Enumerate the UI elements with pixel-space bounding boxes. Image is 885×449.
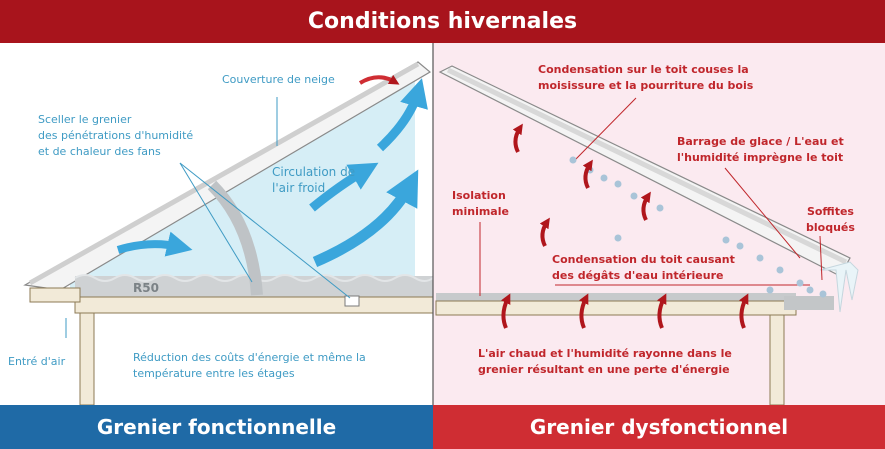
moisture-arrows: [501, 123, 749, 329]
right-roof: [438, 65, 851, 277]
roof-condensation-label: Condensation sur le toit couses la moisi…: [538, 63, 754, 92]
icicles: [819, 261, 859, 313]
condensation-droplets: [569, 156, 827, 298]
page-title: Conditions hivernales: [307, 9, 578, 34]
minimal-insulation-label: Isolation minimale: [452, 189, 509, 218]
right-footer: Grenier dysfonctionnel: [433, 405, 885, 449]
insulation-rating-label: R50: [133, 281, 159, 295]
ice-dam-label: Barrage de glace / L'eau et l'humidité i…: [677, 135, 844, 164]
cold-air-label: Circulation de l'air froid: [272, 165, 356, 195]
right-footer-title: Grenier dysfonctionnel: [529, 415, 789, 439]
blocked-soffits-label: Soffites bloqués: [806, 205, 855, 234]
left-footer: Grenier fonctionnelle: [0, 405, 433, 449]
energy-savings-label: Réduction des coûts d'énergie et même la…: [133, 351, 366, 380]
seal-attic-label: Sceller le grenier des pénétrations d'hu…: [38, 113, 194, 158]
cold-air-arrow: [116, 231, 193, 257]
water-damage-label: Condensation du toit causant des dégâts …: [552, 253, 735, 282]
header-bar: Conditions hivernales: [0, 0, 885, 43]
cold-air-arrow: [309, 162, 379, 212]
air-intake-label: Entré d'air: [8, 355, 66, 368]
energy-loss-label: L'air chaud et l'humidité rayonne dans l…: [478, 347, 732, 376]
cold-air-arrow: [312, 169, 419, 268]
right-insulation: [436, 293, 796, 301]
left-footer-title: Grenier fonctionnelle: [96, 415, 337, 439]
warm-exhaust-arrow: [358, 74, 400, 85]
cold-air-arrow: [376, 78, 428, 152]
snow-cover-label: Couverture de neige: [222, 73, 335, 86]
